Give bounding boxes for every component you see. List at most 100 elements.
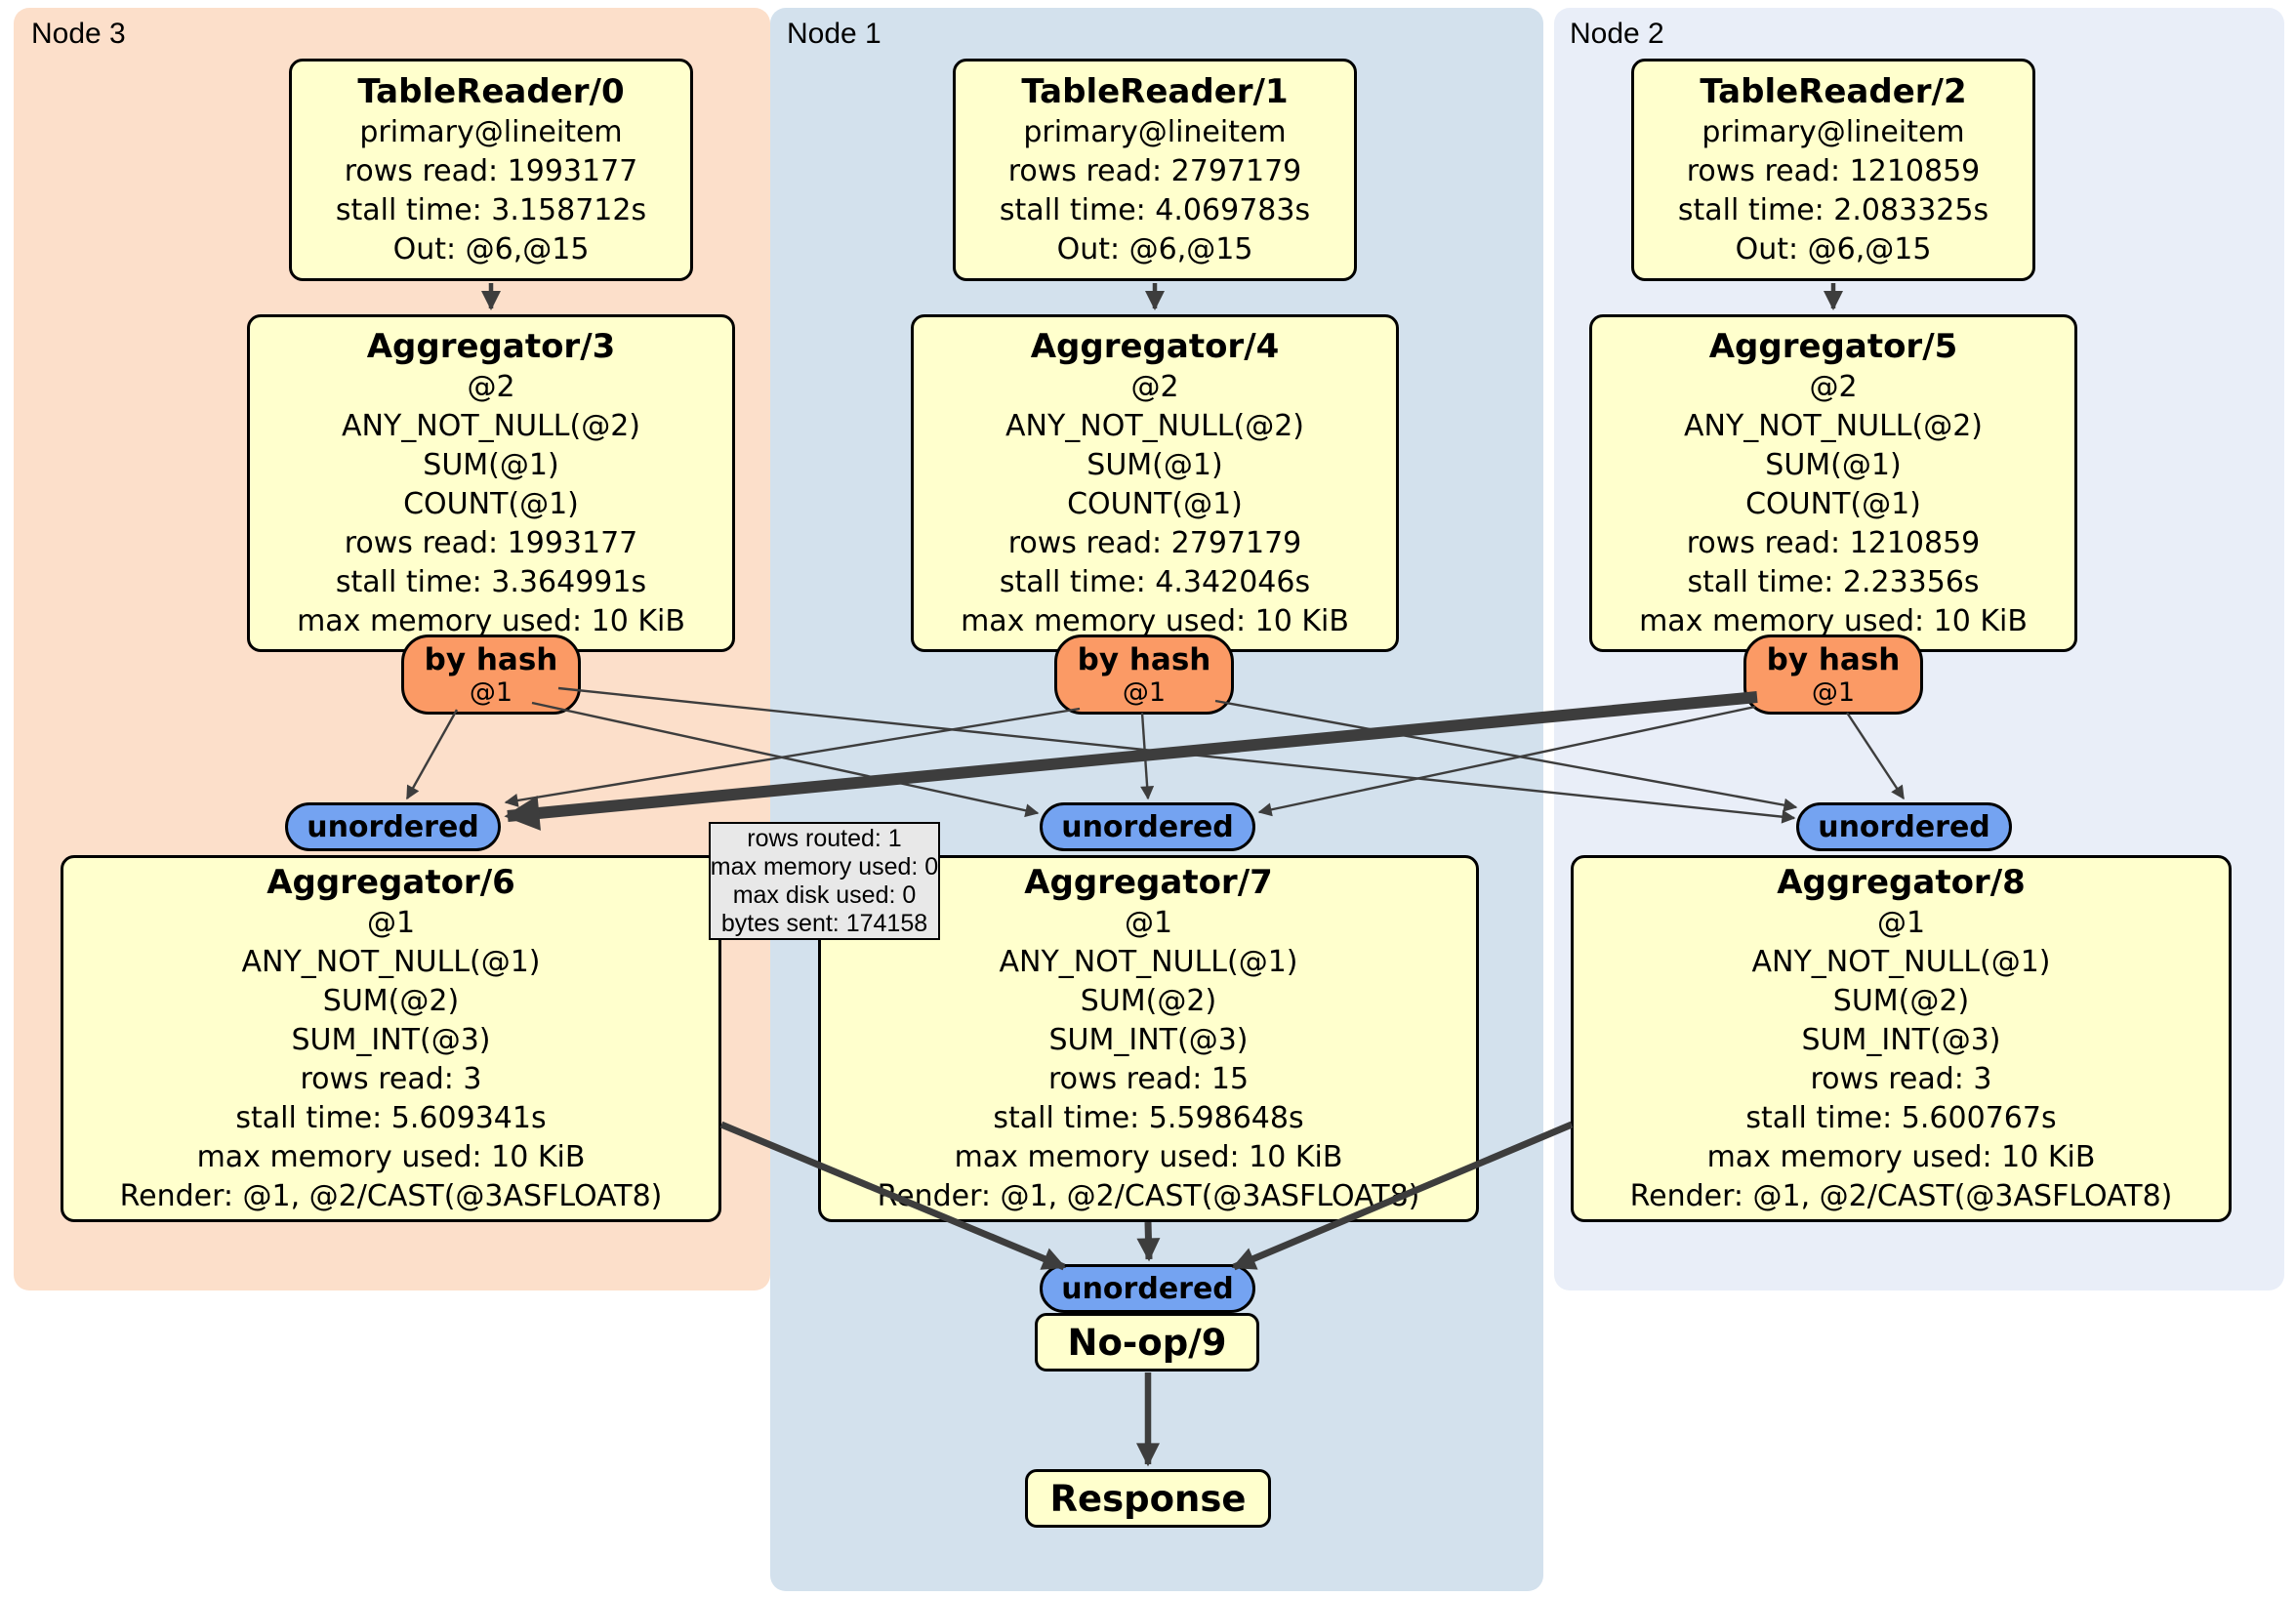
aggregator6-row: ANY_NOT_NULL(@1) <box>241 945 541 979</box>
tablereader0-title: TableReader/0 <box>357 72 625 111</box>
hash-router-arg: @1 <box>1811 677 1856 708</box>
tablereader2-row: primary@lineitem <box>1702 115 1965 149</box>
aggregator4-row: SUM(@1) <box>1086 448 1223 482</box>
unordered-sync-label: unordered <box>1061 809 1234 844</box>
tablereader0-row: rows read: 1993177 <box>344 154 638 188</box>
aggregator3-row: stall time: 3.364991s <box>335 565 647 599</box>
aggregator6-row: max memory used: 10 KiB <box>196 1140 586 1174</box>
aggregator6-row: stall time: 5.609341s <box>235 1101 547 1135</box>
tablereader0-node[interactable]: TableReader/0 primary@lineitem rows read… <box>289 59 693 281</box>
aggregator6-row: Render: @1, @2/CAST(@3ASFLOAT8) <box>119 1179 663 1213</box>
tablereader1-row: primary@lineitem <box>1023 115 1287 149</box>
aggregator4-row: @2 <box>1130 370 1179 404</box>
unordered-sync-node3[interactable]: unordered <box>285 802 501 851</box>
aggregator7-row: @1 <box>1124 906 1173 940</box>
unordered-sync-label: unordered <box>1061 1271 1234 1306</box>
aggregator4-node[interactable]: Aggregator/4 @2 ANY_NOT_NULL(@2) SUM(@1)… <box>911 314 1399 652</box>
aggregator7-row: max memory used: 10 KiB <box>954 1140 1343 1174</box>
aggregator7-row: rows read: 15 <box>1047 1062 1250 1096</box>
unordered-sync-node2[interactable]: unordered <box>1796 802 2012 851</box>
aggregator4-title: Aggregator/4 <box>1030 327 1280 366</box>
hash-router-arg: @1 <box>1122 677 1167 708</box>
aggregator3-node[interactable]: Aggregator/3 @2 ANY_NOT_NULL(@2) SUM(@1)… <box>247 314 735 652</box>
node1-label: Node 1 <box>787 18 882 50</box>
aggregator5-row: COUNT(@1) <box>1745 487 1921 521</box>
aggregator7-row: stall time: 5.598648s <box>993 1101 1304 1135</box>
tablereader1-row: Out: @6,@15 <box>1056 232 1253 266</box>
hash-router-label: by hash <box>424 642 558 677</box>
hash-router-node3[interactable]: by hash @1 <box>401 635 581 715</box>
aggregator5-row: stall time: 2.23356s <box>1687 565 1980 599</box>
tablereader0-row: primary@lineitem <box>359 115 623 149</box>
aggregator7-row: SUM_INT(@3) <box>1048 1023 1249 1057</box>
tooltip-row: bytes sent: 174158 <box>720 909 928 937</box>
tablereader1-node[interactable]: TableReader/1 primary@lineitem rows read… <box>953 59 1357 281</box>
noop9-node[interactable]: No-op/9 <box>1035 1313 1259 1372</box>
aggregator3-row: COUNT(@1) <box>403 487 579 521</box>
aggregator3-row: ANY_NOT_NULL(@2) <box>342 409 640 443</box>
aggregator8-row: max memory used: 10 KiB <box>1706 1140 2096 1174</box>
aggregator4-row: rows read: 2797179 <box>1007 526 1302 560</box>
aggregator3-row: max memory used: 10 KiB <box>297 604 685 638</box>
aggregator3-row: rows read: 1993177 <box>344 526 638 560</box>
aggregator4-row: stall time: 4.342046s <box>999 565 1311 599</box>
tablereader2-title: TableReader/2 <box>1700 72 1967 111</box>
aggregator6-row: rows read: 3 <box>300 1062 482 1096</box>
hash-router-arg: @1 <box>469 677 513 708</box>
aggregator8-node[interactable]: Aggregator/8 @1 ANY_NOT_NULL(@1) SUM(@2)… <box>1571 855 2232 1222</box>
aggregator7-row: Render: @1, @2/CAST(@3ASFLOAT8) <box>877 1179 1420 1213</box>
aggregator8-row: ANY_NOT_NULL(@1) <box>1751 945 2051 979</box>
edge-stats-tooltip: rows routed: 1 max memory used: 0 max di… <box>709 822 940 940</box>
tablereader2-row: rows read: 1210859 <box>1686 154 1981 188</box>
aggregator4-row: COUNT(@1) <box>1067 487 1243 521</box>
tablereader0-row: stall time: 3.158712s <box>335 193 647 227</box>
tablereader2-node[interactable]: TableReader/2 primary@lineitem rows read… <box>1631 59 2035 281</box>
aggregator5-node[interactable]: Aggregator/5 @2 ANY_NOT_NULL(@2) SUM(@1)… <box>1589 314 2077 652</box>
unordered-sync-label: unordered <box>1818 809 1990 844</box>
aggregator4-row: max memory used: 10 KiB <box>961 604 1349 638</box>
aggregator8-row: SUM(@2) <box>1832 984 1970 1018</box>
aggregator5-row: rows read: 1210859 <box>1686 526 1981 560</box>
aggregator8-row: SUM_INT(@3) <box>1801 1023 2001 1057</box>
tooltip-row: max disk used: 0 <box>732 880 917 909</box>
unordered-sync-final[interactable]: unordered <box>1040 1264 1255 1313</box>
hash-router-node1[interactable]: by hash @1 <box>1054 635 1234 715</box>
aggregator6-row: SUM_INT(@3) <box>291 1023 491 1057</box>
aggregator5-row: @2 <box>1809 370 1858 404</box>
hash-router-label: by hash <box>1077 642 1211 677</box>
node3-label: Node 3 <box>31 18 126 50</box>
tooltip-row: rows routed: 1 <box>747 824 902 852</box>
response-title: Response <box>1049 1477 1247 1520</box>
aggregator5-row: ANY_NOT_NULL(@2) <box>1684 409 1983 443</box>
hash-router-node2[interactable]: by hash @1 <box>1743 635 1923 715</box>
tablereader2-row: stall time: 2.083325s <box>1677 193 1989 227</box>
tablereader0-row: Out: @6,@15 <box>392 232 590 266</box>
aggregator8-row: rows read: 3 <box>1810 1062 1992 1096</box>
aggregator4-row: ANY_NOT_NULL(@2) <box>1005 409 1304 443</box>
aggregator3-title: Aggregator/3 <box>366 327 616 366</box>
unordered-sync-label: unordered <box>307 809 479 844</box>
tablereader1-row: rows read: 2797179 <box>1007 154 1302 188</box>
aggregator6-node[interactable]: Aggregator/6 @1 ANY_NOT_NULL(@1) SUM(@2)… <box>61 855 721 1222</box>
aggregator5-row: max memory used: 10 KiB <box>1639 604 2028 638</box>
unordered-sync-node1[interactable]: unordered <box>1040 802 1255 851</box>
aggregator3-row: SUM(@1) <box>423 448 559 482</box>
aggregator8-row: Render: @1, @2/CAST(@3ASFLOAT8) <box>1629 1179 2173 1213</box>
node2-label: Node 2 <box>1570 18 1664 50</box>
tooltip-row: max memory used: 0 <box>710 852 939 880</box>
aggregator3-row: @2 <box>467 370 515 404</box>
aggregator6-title: Aggregator/6 <box>266 863 515 902</box>
noop9-title: No-op/9 <box>1067 1321 1227 1364</box>
aggregator8-row: stall time: 5.600767s <box>1745 1101 2057 1135</box>
hash-router-label: by hash <box>1766 642 1901 677</box>
aggregator7-title: Aggregator/7 <box>1024 863 1273 902</box>
response-node[interactable]: Response <box>1025 1469 1271 1528</box>
aggregator6-row: SUM(@2) <box>322 984 460 1018</box>
aggregator8-row: @1 <box>1876 906 1926 940</box>
tablereader1-title: TableReader/1 <box>1021 72 1289 111</box>
tablereader1-row: stall time: 4.069783s <box>999 193 1311 227</box>
aggregator8-title: Aggregator/8 <box>1777 863 2026 902</box>
tablereader2-row: Out: @6,@15 <box>1735 232 1932 266</box>
aggregator6-row: @1 <box>366 906 416 940</box>
